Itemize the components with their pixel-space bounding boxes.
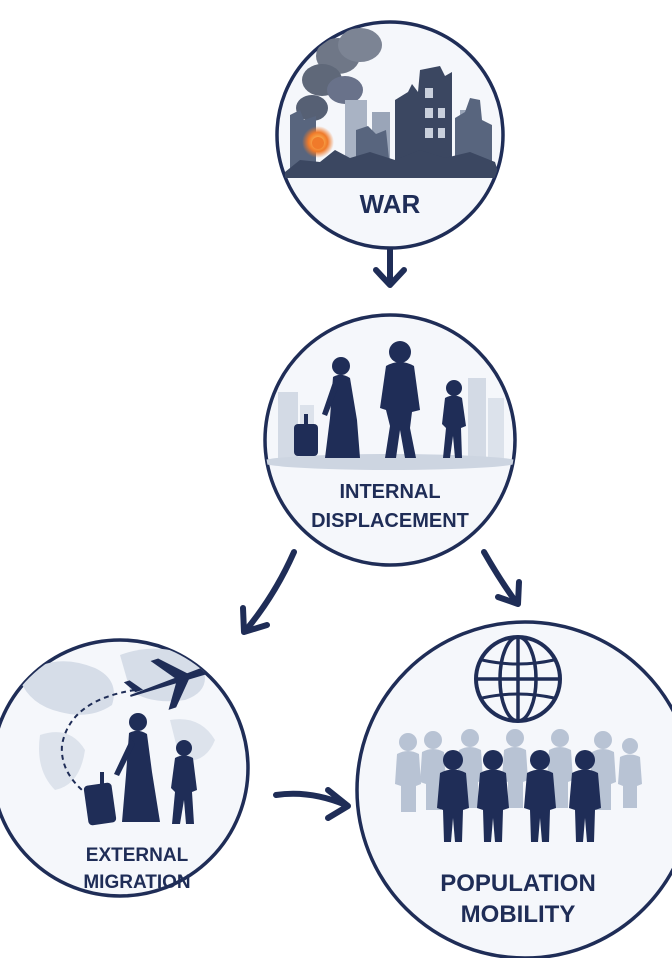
population-mobility-label-line1: POPULATION: [440, 870, 596, 897]
fleeing-family-icon: [265, 341, 515, 470]
external-migration-label-line2: MIGRATION: [83, 872, 190, 893]
airplane-icon: [123, 658, 211, 710]
destroyed-city-icon: [285, 28, 500, 178]
globe-icon: [474, 635, 562, 723]
arrow-internal-to-population: [481, 549, 522, 607]
external-migration-node: EXTERNAL MIGRATION: [0, 638, 250, 898]
external-migration-label-line1: EXTERNAL: [86, 845, 189, 866]
internal-displacement-label-line1: INTERNAL: [339, 481, 440, 503]
crowd-icon: [395, 729, 642, 842]
arrow-external-to-population: [273, 787, 351, 821]
airplane-globe-icon: [20, 648, 215, 826]
population-mobility-label-line2: MOBILITY: [461, 901, 576, 928]
internal-displacement-label-line2: DISPLACEMENT: [311, 510, 469, 532]
war-node: WAR: [275, 20, 505, 250]
arrow-internal-to-external: [240, 549, 297, 635]
population-mobility-node: POPULATION MOBILITY: [355, 620, 672, 958]
war-label: WAR: [360, 189, 421, 219]
arrow-war-to-internal-displacement: [373, 245, 407, 288]
internal-displacement-node: INTERNAL DISPLACEMENT: [263, 313, 517, 567]
